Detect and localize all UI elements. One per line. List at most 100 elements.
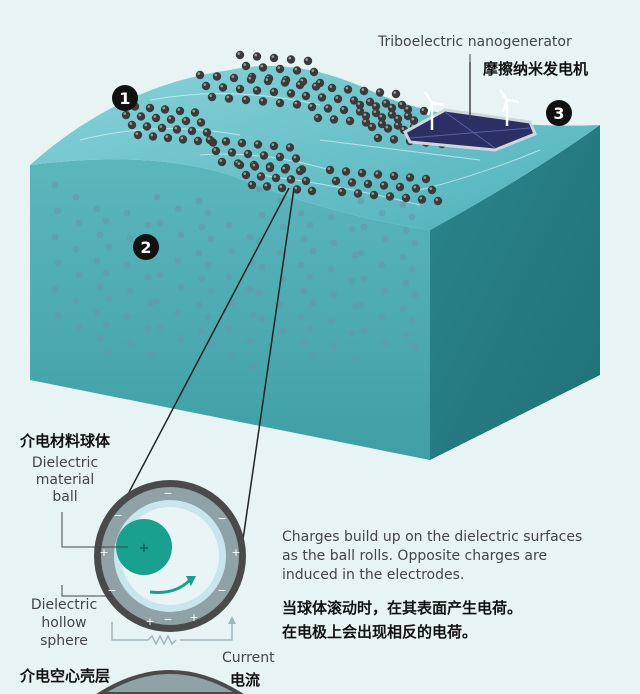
surface-ball-highlight — [349, 179, 353, 183]
surface-ball-highlight — [271, 143, 275, 146]
surface-ball-highlight — [223, 138, 227, 142]
ball-label-line-1: Dielectric — [31, 455, 99, 471]
submerged-ball — [402, 331, 410, 339]
surface-ball — [373, 170, 383, 179]
submerged-ball — [408, 317, 416, 325]
surface-ball-highlight — [287, 144, 291, 148]
submerged-ball — [198, 327, 206, 335]
surface-ball-highlight — [300, 78, 304, 82]
submerged-ball — [207, 235, 215, 243]
surface-ball — [307, 186, 317, 196]
submerged-ball — [327, 213, 335, 221]
surface-ball-highlight — [391, 136, 395, 140]
surface-ball — [286, 175, 296, 184]
submerged-ball — [228, 247, 236, 255]
ocean-front-face — [30, 159, 430, 460]
submerged-ball — [225, 325, 233, 333]
surface-ball-highlight — [203, 83, 207, 86]
submerged-ball — [348, 329, 356, 337]
submerged-ball — [360, 223, 368, 231]
svg-text:−: − — [107, 584, 116, 597]
submerged-ball — [258, 263, 266, 271]
surface-ball — [212, 72, 222, 81]
surface-ball — [269, 87, 279, 97]
surface-ball — [291, 154, 301, 163]
submerged-ball — [123, 261, 131, 269]
submerged-ball — [246, 337, 254, 345]
surface-ball-highlight — [365, 181, 369, 184]
surface-ball — [313, 113, 323, 123]
submerged-ball — [144, 221, 152, 229]
submerged-ball — [54, 207, 62, 215]
surface-ball-highlight — [305, 58, 309, 61]
svg-text:−: − — [163, 487, 172, 500]
surface-ball-highlight — [335, 96, 339, 99]
submerged-ball — [156, 271, 164, 279]
surface-ball-highlight — [277, 154, 281, 157]
surface-ball-highlight — [297, 82, 301, 85]
surface-ball-highlight — [327, 167, 331, 170]
submerged-ball — [174, 257, 182, 265]
surface-ball — [387, 103, 397, 113]
surface-ball-highlight — [379, 121, 383, 124]
submerged-ball — [54, 311, 62, 319]
ball-label-cn: 介电材料球体 — [20, 432, 111, 450]
submerged-ball — [174, 205, 182, 213]
surface-ball-highlight — [282, 79, 286, 83]
surface-ball-highlight — [363, 119, 367, 123]
submerged-ball — [207, 287, 215, 295]
submerged-ball — [330, 291, 338, 299]
surface-ball-highlight — [405, 113, 409, 116]
submerged-ball — [102, 269, 110, 277]
surface-ball — [256, 172, 266, 181]
surface-ball — [379, 181, 389, 190]
surface-ball-highlight — [309, 104, 313, 107]
submerged-ball — [105, 347, 113, 355]
submerged-ball — [399, 201, 407, 209]
marker-2: 2 — [133, 234, 159, 260]
description-en-1: Charges build up on the dielectric surfa… — [282, 529, 583, 545]
submerged-ball — [408, 213, 416, 221]
submerged-ball — [309, 247, 317, 255]
submerged-ball — [357, 301, 365, 309]
description-cn-2: 在电极上会出现相反的电荷。 — [282, 623, 478, 641]
surface-ball-highlight — [129, 122, 133, 125]
surface-ball — [359, 86, 369, 96]
submerged-ball — [276, 249, 284, 257]
submerged-ball — [381, 287, 389, 295]
surface-ball — [227, 148, 237, 157]
submerged-ball — [123, 209, 131, 217]
submerged-ball — [300, 287, 308, 295]
surface-ball-highlight — [123, 112, 127, 115]
surface-ball — [405, 173, 415, 182]
surface-ball — [301, 91, 311, 101]
surface-ball-highlight — [294, 67, 298, 71]
description-cn: 当球体滚动时，在其表面产生电荷。 在电极上会出现相反的电荷。 — [282, 596, 522, 644]
submerged-ball — [96, 283, 104, 291]
submerged-ball — [225, 273, 233, 281]
surface-ball-highlight — [423, 176, 427, 179]
surface-ball — [295, 80, 305, 90]
submerged-ball — [198, 223, 206, 231]
surface-ball-highlight — [331, 116, 335, 120]
surface-ball — [160, 105, 170, 114]
submerged-ball — [126, 235, 134, 243]
surface-ball — [361, 111, 371, 121]
submerged-ball — [351, 251, 359, 259]
surface-ball — [341, 167, 351, 176]
ocean-side-face — [430, 125, 600, 460]
submerged-ball — [411, 239, 419, 247]
surface-ball — [252, 86, 262, 95]
surface-ball — [133, 130, 143, 140]
surface-ball — [367, 122, 377, 132]
ball-label-en: Dielectric material ball — [20, 455, 110, 506]
surface-ball — [217, 157, 227, 167]
surface-ball — [357, 168, 367, 178]
surface-ball — [241, 61, 251, 71]
submerged-ball — [402, 279, 410, 287]
surface-ball-highlight — [265, 78, 269, 81]
surface-ball-highlight — [237, 162, 241, 165]
submerged-ball — [156, 219, 164, 227]
surface-ball — [307, 102, 317, 112]
surface-ball-highlight — [239, 140, 243, 143]
